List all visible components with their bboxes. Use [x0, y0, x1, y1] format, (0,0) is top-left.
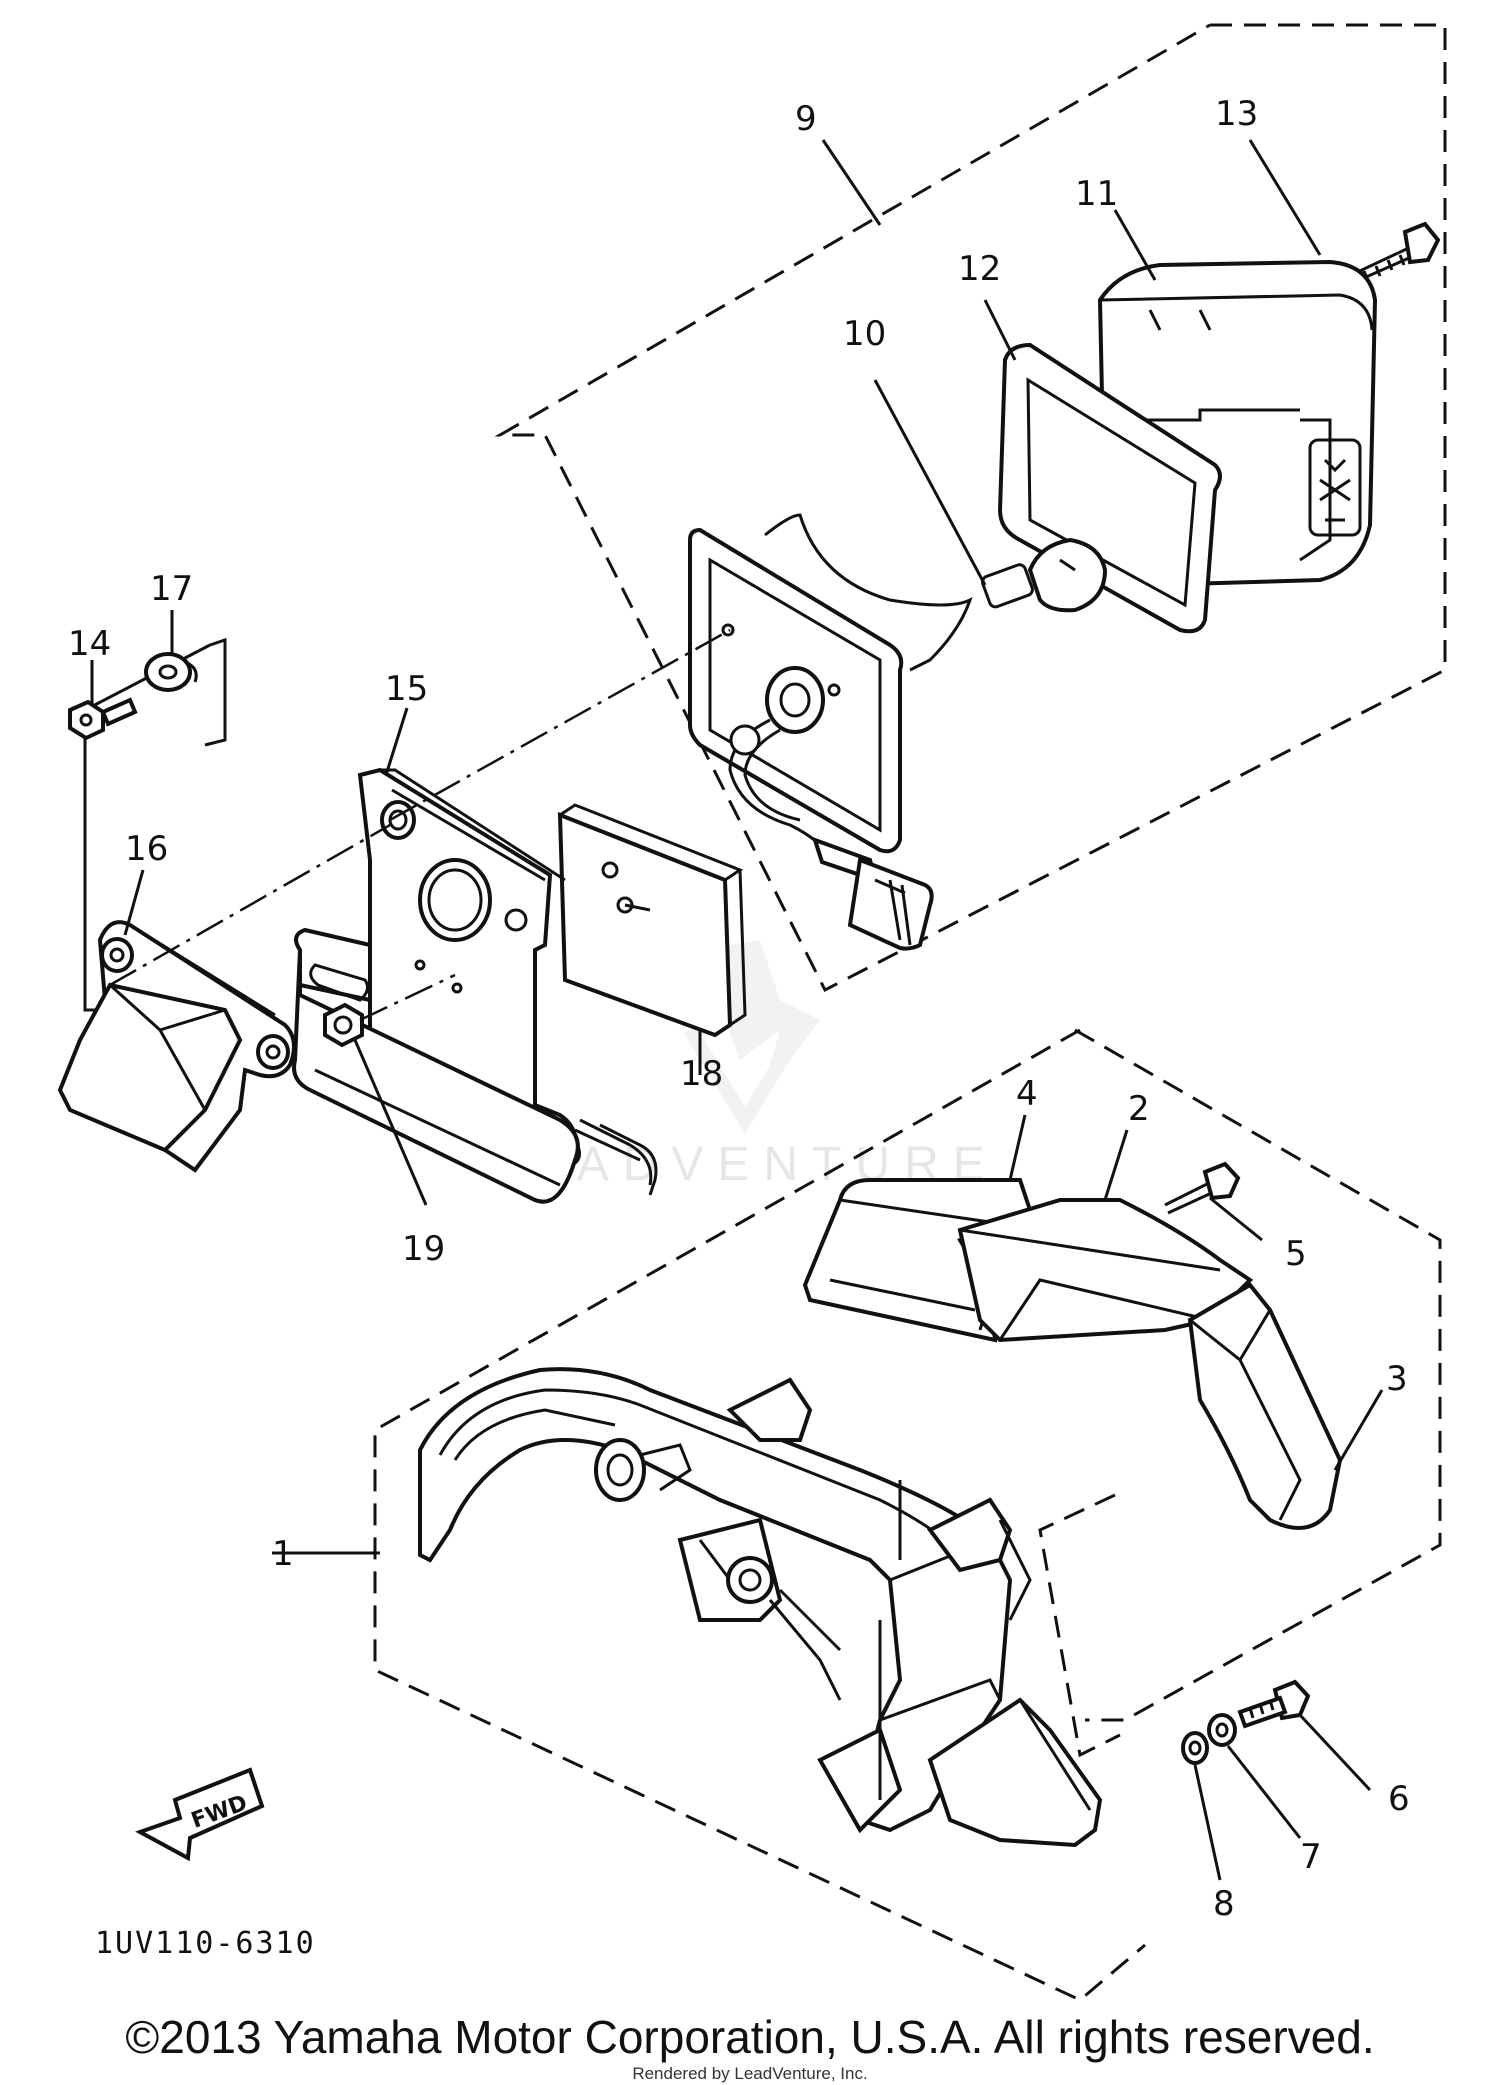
- nut-19: [323, 1002, 364, 1048]
- alignment-lines: [109, 628, 731, 1022]
- callout-11: 11: [1075, 174, 1118, 214]
- lens-3: [1187, 1282, 1343, 1530]
- callout-4: 4: [1016, 1074, 1038, 1114]
- assembly-9-outline: [494, 23, 1447, 993]
- grommet-17: [144, 652, 198, 692]
- washer-7: [1207, 1713, 1237, 1747]
- callout-1: 1: [272, 1534, 294, 1574]
- reflector-18: [557, 803, 747, 1038]
- callout-3: 3: [1386, 1359, 1408, 1399]
- callout-2: 2: [1128, 1089, 1150, 1129]
- license-light-16: [57, 920, 296, 1173]
- callout-9: 9: [795, 99, 817, 139]
- copyright-notice: ©2013 Yamaha Motor Corporation, U.S.A. A…: [125, 2011, 1375, 2063]
- callout-15: 15: [385, 669, 428, 709]
- render-credit: Rendered by LeadVenture, Inc.: [632, 2064, 868, 2083]
- callout-18: 18: [680, 1054, 723, 1094]
- callout-12: 12: [958, 249, 1001, 289]
- callout-16: 16: [125, 829, 168, 869]
- rear-housing-1: [418, 1367, 1103, 1848]
- tail-light-base-9: [688, 513, 973, 951]
- callout-15-17: 17: [150, 569, 193, 609]
- bolt-6: [1237, 1679, 1311, 1729]
- callout-19: 19: [402, 1229, 445, 1269]
- callout-10: 10: [843, 314, 886, 354]
- washer-8: [1181, 1731, 1209, 1765]
- bolt-14: [68, 697, 138, 741]
- assembly-1-outline: [373, 1028, 1442, 2002]
- bulb-10: [981, 537, 1108, 613]
- lens-2: [957, 1198, 1254, 1343]
- license-bracket-15: [292, 767, 658, 1204]
- callout-14: 14: [68, 624, 111, 664]
- callout-8: 8: [1213, 1884, 1235, 1924]
- diagram-code: 1UV110-6310: [95, 1926, 316, 1961]
- callout-7: 7: [1300, 1837, 1322, 1877]
- screw-5: [1164, 1161, 1241, 1215]
- bracket-line-2: [204, 637, 227, 747]
- callout-13: 13: [1215, 94, 1258, 134]
- callout-6: 6: [1388, 1779, 1410, 1819]
- leader-lines: [90, 139, 1384, 1881]
- callout-5: 5: [1285, 1234, 1307, 1274]
- fwd-arrow-icon: FWD: [135, 1767, 265, 1862]
